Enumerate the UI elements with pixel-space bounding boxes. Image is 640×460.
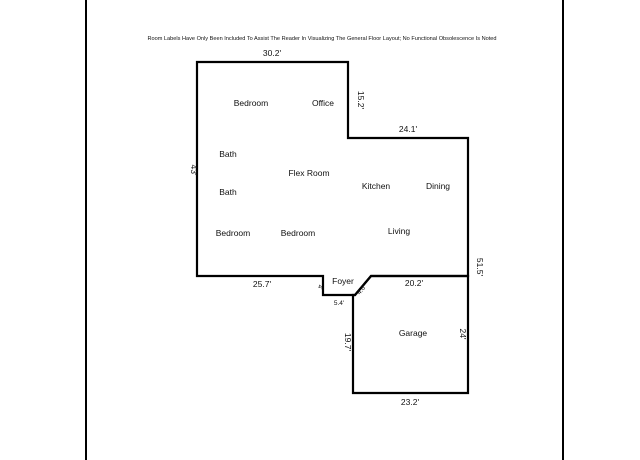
dimension-foyer-notch: 4' — [316, 285, 323, 290]
dimension-garage-top: 20.2' — [405, 278, 424, 288]
room-label-office: Office — [312, 98, 334, 108]
dimension-left-height: 43' — [189, 164, 199, 175]
room-label-bedroom: Bedroom — [281, 228, 316, 238]
room-label-dining: Dining — [426, 181, 450, 191]
dimension-right-height: 51.5' — [475, 258, 485, 277]
disclaimer-note: Room Labels Have Only Been Included To A… — [147, 36, 496, 42]
dimension-garage-left: 19.7' — [343, 333, 353, 352]
dimension-foyer-bottom: 5.4' — [334, 300, 344, 307]
dimension-garage-bottom: 23.2' — [401, 397, 420, 407]
room-label-garage: Garage — [399, 328, 428, 338]
room-label-bedroom: Bedroom — [216, 228, 251, 238]
dimension-kitchen-top: 24.1' — [399, 124, 418, 134]
dimension-top-width: 30.2' — [263, 48, 282, 58]
room-label-foyer: Foyer — [332, 276, 354, 286]
room-label-bath: Bath — [219, 187, 237, 197]
dimension-garage-right: 24' — [458, 328, 468, 339]
room-label-kitchen: Kitchen — [362, 181, 391, 191]
room-label-bath: Bath — [219, 149, 237, 159]
room-label-living: Living — [388, 226, 410, 236]
garage-outline — [351, 274, 470, 395]
house-outline — [195, 60, 470, 297]
room-label-flex-room: Flex Room — [288, 168, 329, 178]
dimension-bottom-left: 25.7' — [253, 279, 272, 289]
room-label-bedroom: Bedroom — [234, 98, 269, 108]
dimension-office-step: 15.2' — [356, 91, 366, 110]
dimension-foyer-diagonal: 4.6' — [356, 284, 368, 296]
